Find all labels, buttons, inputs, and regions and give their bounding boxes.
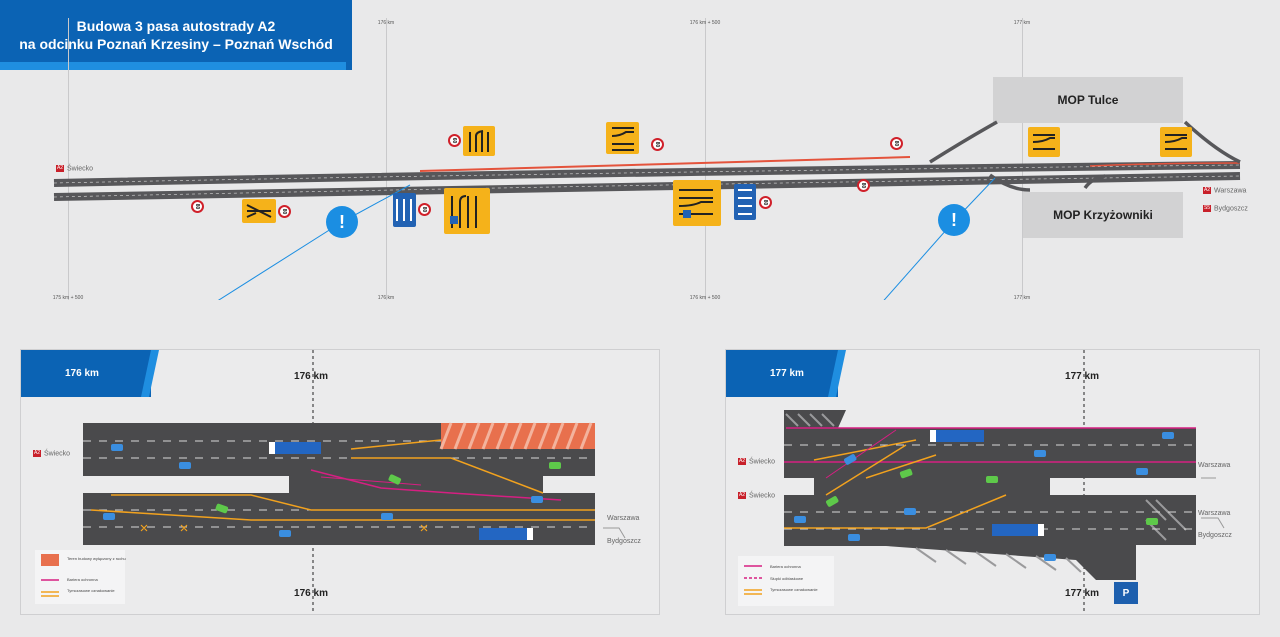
a2-badge: A2 [33, 450, 41, 457]
km-bottom-label: 175 km + 500 [52, 295, 84, 301]
mop-krzyzowniki: MOP Krzyżowniki [1023, 192, 1183, 238]
dest-text: Warszawa [1198, 510, 1231, 517]
panel-left-dest-right-2: Bydgoszcz [607, 538, 641, 545]
lane-direction-sign [734, 184, 756, 220]
km-bottom-label: 176 km [377, 295, 395, 301]
legend: Bariera ochronna Słupki odblaskowe Tymcz… [738, 556, 834, 606]
dest-text: Świecko [749, 492, 776, 500]
km-line-176 [386, 18, 387, 300]
speed-limit-sign: 80 [759, 196, 772, 209]
panel-tab: 176 km [21, 350, 151, 397]
panel-km-top: 176 km [294, 371, 328, 382]
direction-right-text-1: Warszawa [1214, 187, 1247, 195]
lane-change-sign [1028, 127, 1060, 157]
exclamation-icon[interactable]: ! [938, 204, 970, 236]
legend-item: Bariera ochronna [770, 564, 801, 569]
panel-km-bottom: 177 km [1065, 588, 1099, 599]
panel-tab-accent [131, 350, 159, 397]
direction-left-text: Świecko [67, 165, 94, 173]
km-line-175-500 [68, 18, 69, 300]
speed-limit-sign: 80 [418, 203, 431, 216]
legend-swatches [744, 565, 762, 595]
mop-tulce: MOP Tulce [993, 77, 1183, 123]
lane-change-sign [1160, 127, 1192, 157]
km-top-label: 176 km + 500 [689, 20, 721, 26]
km-line-177 [1022, 18, 1023, 300]
speed-limit-sign: 80 [857, 179, 870, 192]
lane-change-sign [242, 199, 276, 223]
panel-right-dest-right-2: Warszawa [1198, 510, 1230, 517]
dest-text: Bydgoszcz [1198, 532, 1232, 539]
panel-right-dest-right-3: Bydgoszcz [1198, 532, 1232, 539]
a2-badge: A2 [738, 458, 746, 465]
speed-limit-sign: 80 [651, 138, 664, 151]
lane-layout-sign [673, 180, 721, 226]
panel-right-dest-right-1: Warszawa [1198, 462, 1230, 469]
dest-text: Bydgoszcz [607, 538, 641, 545]
title-banner: Budowa 3 pasa autostrady A2 na odcinku P… [0, 0, 352, 70]
speed-limit-sign: 80 [278, 205, 291, 218]
lane-diagram-177 [784, 350, 1225, 614]
lane-diagram-176 [83, 350, 626, 614]
km-top-label: 176 km [377, 20, 395, 26]
panel-km-bottom: 176 km [294, 588, 328, 599]
a2-badge: A2 [56, 165, 64, 172]
s5-badge: S5 [1203, 205, 1211, 212]
title-banner-accent [0, 62, 346, 70]
km-top-label: 177 km [1013, 20, 1031, 26]
panel-left-dest-right-1: Warszawa [607, 515, 639, 522]
legend: Teren budowy wyłączony z ruchu Bariera o… [35, 550, 126, 604]
parking-icon: P [1114, 582, 1138, 604]
legend-item: Bariera ochronna [67, 577, 98, 582]
lane-change-sign [606, 122, 639, 154]
legend-item: Słupki odblaskowe [770, 576, 804, 581]
lane-direction-sign [393, 193, 416, 227]
legend-item: Teren budowy wyłączony z ruchu [67, 556, 126, 561]
dest-text: Warszawa [607, 515, 640, 522]
panel-km-top: 177 km [1065, 371, 1099, 382]
km-bottom-label: 176 km + 500 [689, 295, 721, 301]
km-line-176-500 [705, 18, 706, 300]
title-line-1: Budowa 3 pasa autostrady A2 [76, 18, 276, 34]
km-bottom-label: 177 km [1013, 295, 1031, 301]
dest-text: Świecko [749, 458, 776, 466]
speed-limit-sign: 60 [448, 134, 461, 147]
speed-limit-sign: 80 [191, 200, 204, 213]
legend-item: Tymczasowe oznakowanie [770, 587, 818, 592]
dest-text: Świecko [44, 450, 71, 458]
speed-limit-sign: 80 [890, 137, 903, 150]
highway-overview-map [53, 120, 1241, 300]
exclamation-icon[interactable]: ! [326, 206, 358, 238]
direction-right-text-2: Bydgoszcz [1214, 205, 1248, 213]
title-line-2: na odcinku Poznań Krzesiny – Poznań Wsch… [19, 36, 333, 52]
lane-layout-sign [444, 188, 490, 234]
legend-item: Tymczasowe oznakowanie [67, 588, 115, 593]
panel-tab-accent [818, 350, 846, 397]
a2-badge: A2 [1203, 187, 1211, 194]
dest-text: Warszawa [1198, 462, 1231, 469]
lane-change-sign [463, 126, 495, 156]
legend-swatches [41, 554, 59, 597]
a2-badge: A2 [738, 492, 746, 499]
